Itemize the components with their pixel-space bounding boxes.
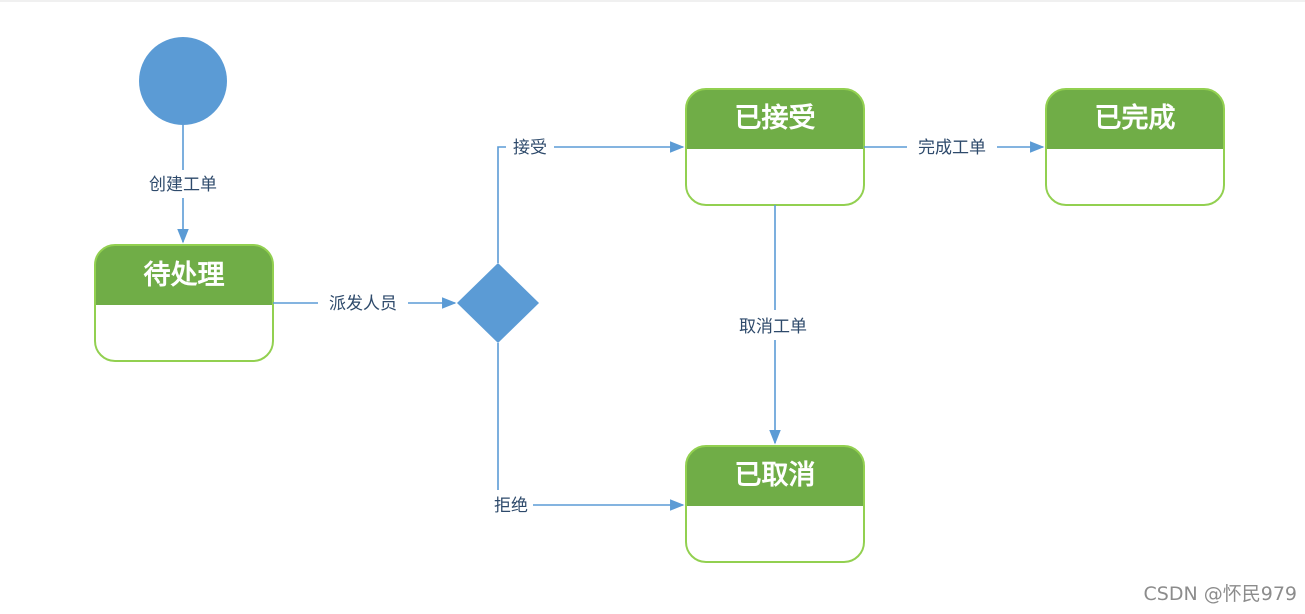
state-cancelled: 已取消	[685, 445, 865, 563]
edge-reject-label: 拒绝	[494, 496, 528, 516]
state-cancelled-header	[686, 446, 864, 506]
edge-cancel-label: 取消工单	[739, 317, 807, 337]
edge-create-label: 创建工单	[149, 175, 217, 195]
decision-node	[457, 263, 539, 343]
state-pending-header	[95, 245, 273, 305]
state-completed-title: 已完成	[1095, 102, 1176, 134]
state-pending: 待处理	[94, 244, 274, 362]
state-accepted: 已接受	[685, 88, 865, 206]
state-completed-header	[1046, 89, 1224, 149]
state-cancelled-title: 已取消	[735, 460, 816, 491]
state-accepted-header	[686, 89, 864, 149]
initial-node	[139, 37, 227, 125]
edge-accept-line-a	[497, 146, 506, 263]
edge-accept-label: 接受	[513, 138, 547, 158]
watermark: CSDN @怀民979	[1143, 583, 1297, 605]
state-accepted-title: 已接受	[735, 102, 816, 134]
edge-dispatch-label: 派发人员	[329, 294, 397, 314]
state-pending-title: 待处理	[144, 260, 225, 291]
state-completed: 已完成	[1045, 88, 1225, 206]
edge-complete-label: 完成工单	[918, 138, 986, 158]
